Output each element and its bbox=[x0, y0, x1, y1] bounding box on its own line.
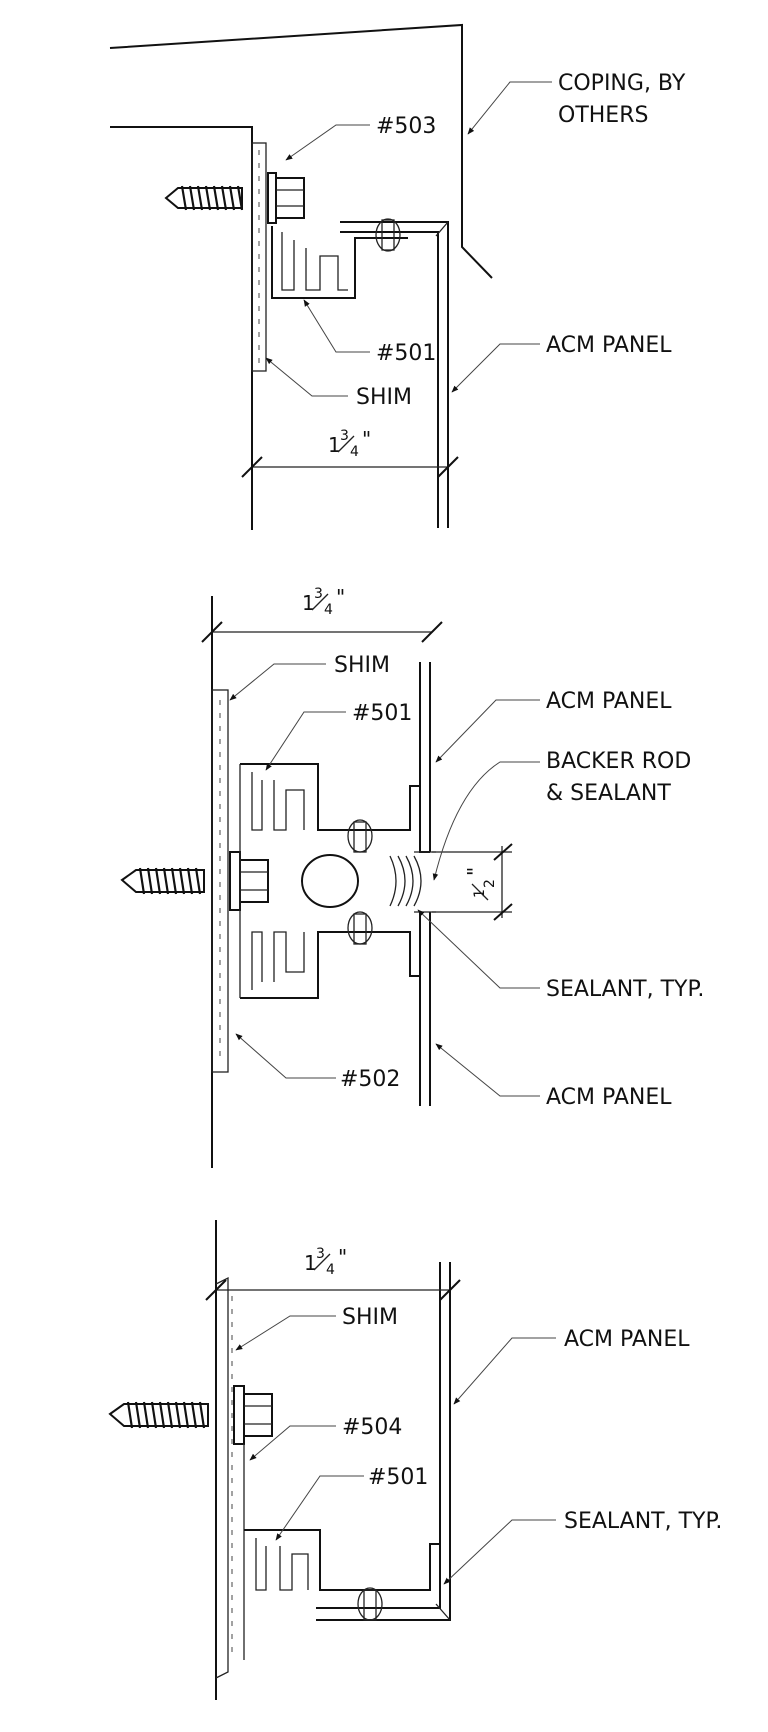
fastener-504 bbox=[108, 1385, 273, 1445]
acm-panel-lower bbox=[419, 912, 431, 1106]
label-acm-panel: ACM PANEL bbox=[546, 333, 672, 358]
dimension-numerator: 3 bbox=[314, 586, 323, 602]
shim bbox=[211, 689, 229, 1073]
label-fastener-504: #504 bbox=[342, 1415, 402, 1440]
dimension-denominator: 4 bbox=[326, 1262, 335, 1278]
joint-dimension-denominator: 2 bbox=[482, 879, 498, 888]
joint-dimension-unit: " bbox=[463, 867, 487, 876]
fastener-503 bbox=[164, 172, 305, 224]
dimension-unit: " bbox=[362, 427, 371, 451]
clip-501 bbox=[271, 226, 408, 299]
detail-middle: 1 3 4 " 1 2 " SHIM #501 ACM PANEL BACKER… bbox=[120, 585, 704, 1168]
dimension-whole: 1 bbox=[302, 591, 315, 615]
shim bbox=[215, 1276, 229, 1679]
label-acm-panel: ACM PANEL bbox=[564, 1327, 690, 1352]
backer-rod bbox=[301, 854, 359, 908]
coping-outline bbox=[109, 23, 493, 279]
clip-501-lower bbox=[240, 912, 421, 999]
dimension-unit: " bbox=[336, 585, 345, 609]
detail-top: 1 3 4 " COPING, BY OTHERS #503 #501 SHIM… bbox=[109, 23, 686, 530]
label-fastener-502: #502 bbox=[340, 1067, 400, 1092]
label-acm-panel-lower: ACM PANEL bbox=[546, 1085, 672, 1110]
label-shim: SHIM bbox=[334, 653, 390, 678]
label-coping-line2: OTHERS bbox=[558, 103, 648, 128]
acm-panel bbox=[340, 221, 449, 528]
acm-panel-upper bbox=[419, 662, 430, 853]
shim bbox=[251, 142, 267, 372]
label-sealant: SEALANT, TYP. bbox=[546, 977, 704, 1002]
dimension-whole: 1 bbox=[328, 433, 341, 457]
substrate-edge bbox=[110, 126, 253, 530]
label-shim: SHIM bbox=[356, 385, 412, 410]
clip-501-upper bbox=[240, 763, 421, 852]
label-clip-501: #501 bbox=[352, 701, 412, 726]
label-backer-rod-line1: BACKER ROD bbox=[546, 749, 691, 774]
label-shim: SHIM bbox=[342, 1305, 398, 1330]
label-clip-501: #501 bbox=[376, 341, 436, 366]
sealant bbox=[389, 855, 422, 907]
dimension-denominator: 4 bbox=[350, 444, 359, 460]
fastener-502 bbox=[120, 851, 269, 911]
label-sealant: SEALANT, TYP. bbox=[564, 1509, 722, 1534]
label-fastener-503: #503 bbox=[376, 114, 436, 139]
dimension-whole: 1 bbox=[304, 1251, 317, 1275]
dimension-numerator: 3 bbox=[316, 1246, 325, 1262]
dimension-unit: " bbox=[338, 1245, 347, 1269]
dimension-denominator: 4 bbox=[324, 602, 333, 618]
joint-dimension-numerator: 1 bbox=[472, 889, 488, 898]
label-coping-line1: COPING, BY bbox=[558, 71, 686, 96]
dimension-numerator: 3 bbox=[340, 428, 349, 444]
label-backer-rod-line2: & SEALANT bbox=[546, 781, 671, 806]
detail-bottom: 1 3 4 " SHIM ACM PANEL #504 #501 SEALANT… bbox=[108, 1220, 722, 1700]
label-acm-panel-upper: ACM PANEL bbox=[546, 689, 672, 714]
clip-501 bbox=[244, 1529, 440, 1591]
label-clip-501: #501 bbox=[368, 1465, 428, 1490]
